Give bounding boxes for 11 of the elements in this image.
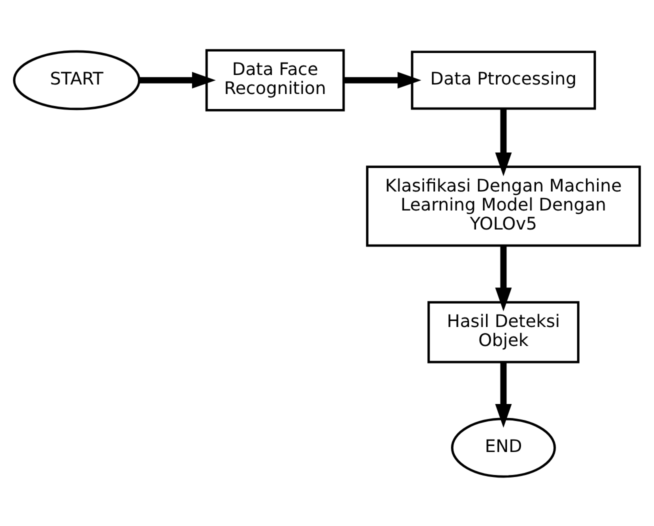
node-box: Hasil Deteksi Objek [427, 300, 580, 363]
arrow [495, 108, 512, 176]
node-ellipse: END [451, 417, 556, 478]
arrow [495, 245, 512, 311]
node-ellipse: START [13, 50, 140, 110]
node-box: Klasifikasi Dengan Machine Learning Model Dengan YOLOv5 [366, 165, 641, 246]
node-box: Data Ptrocessing [410, 50, 596, 110]
arrow [344, 71, 422, 88]
arrow [495, 362, 512, 428]
node-box: Data Face Recognition [205, 48, 345, 111]
arrow [139, 71, 216, 88]
